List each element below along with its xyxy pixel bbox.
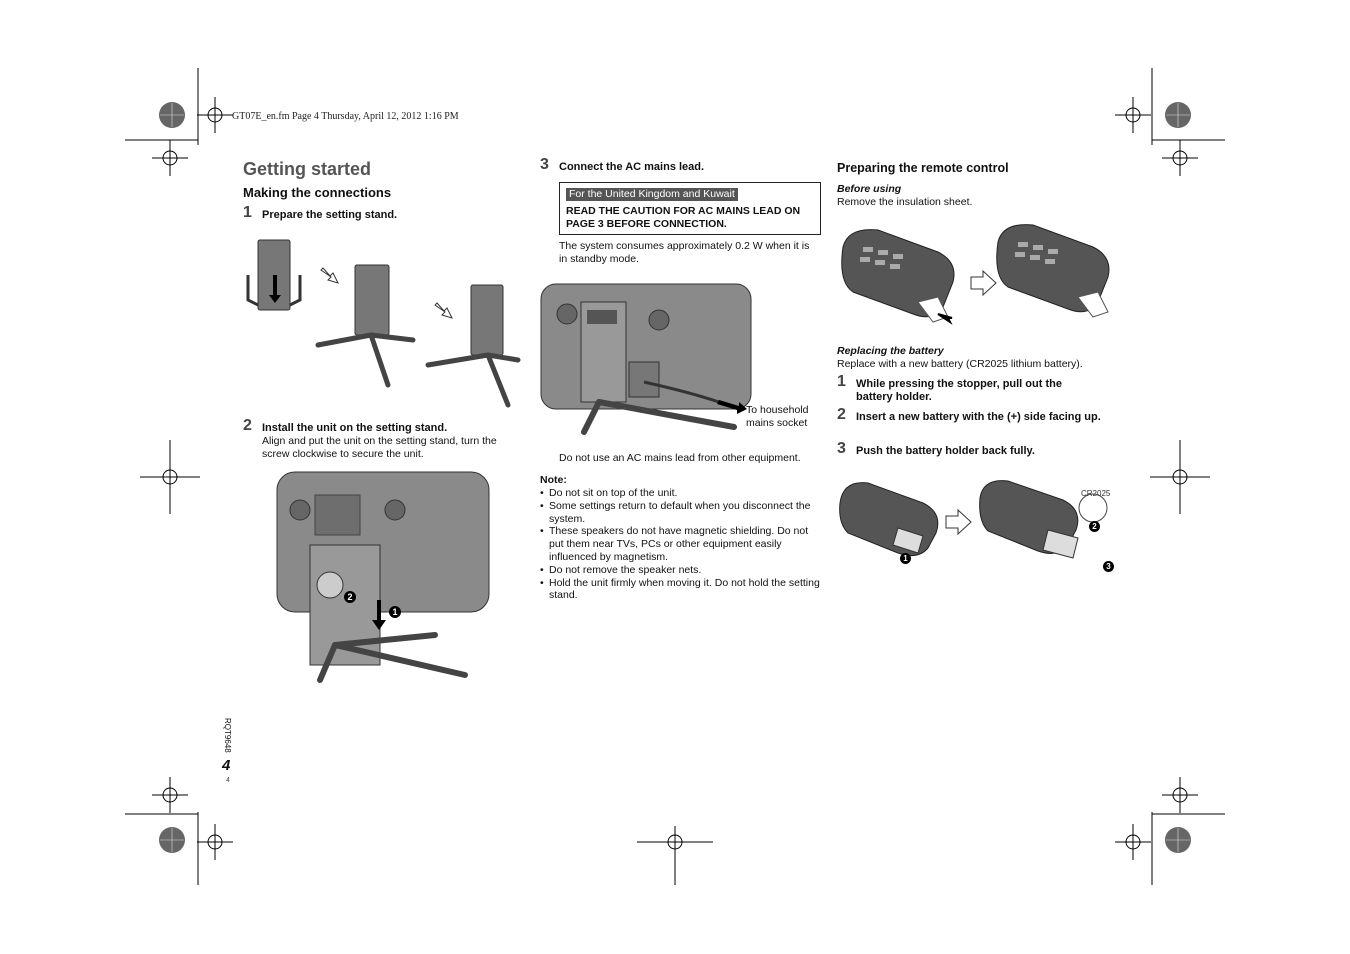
callout-1: 1: [389, 606, 401, 618]
battery-step-2-number: 2: [837, 406, 846, 423]
setting-stand-illustration: [246, 239, 521, 408]
page-number-small: 4: [226, 777, 230, 784]
caution-box: For the United Kingdom and Kuwait READ T…: [559, 182, 821, 235]
notes-list: Do not sit on top of the unit. Some sett…: [540, 487, 820, 602]
file-info-header: GT07E_en.fm Page 4 Thursday, April 12, 2…: [232, 111, 459, 122]
step-1-number: 1: [243, 204, 252, 221]
step-2-text: Install the unit on the setting stand.: [262, 422, 448, 434]
battery-step-1-text: While pressing the stopper, pull out the…: [856, 378, 1062, 403]
step-2-number: 2: [243, 417, 252, 434]
step-3-number: 3: [540, 156, 549, 173]
battery-step-1-number: 1: [837, 373, 846, 390]
remove-sheet-text: Remove the insulation sheet.: [837, 196, 973, 208]
page-number: 4: [222, 757, 231, 774]
step-3-text: Connect the AC mains lead.: [559, 161, 705, 173]
step-1-text: Prepare the setting stand.: [262, 209, 398, 221]
battery-callout-1: 1: [900, 553, 911, 564]
unit-install-illustration: [276, 471, 490, 683]
remote-section-title: Preparing the remote control: [837, 161, 1009, 175]
battery-step-3-number: 3: [837, 440, 846, 457]
document-code: RQT9648: [223, 718, 232, 753]
lead-warning: Do not use an AC mains lead from other e…: [559, 452, 801, 464]
socket-label: To household mains socket: [746, 404, 809, 429]
step-2-description: Align and put the unit on the setting st…: [262, 435, 497, 460]
battery-callout-3: 3: [1103, 561, 1114, 572]
note-item: Do not sit on top of the unit.: [540, 487, 820, 500]
note-item: Some settings return to default when you…: [540, 500, 820, 526]
section-subtitle: Making the connections: [243, 185, 392, 200]
replacing-battery-heading: Replacing the battery: [837, 345, 944, 357]
note-item: These speakers do not have magnetic shie…: [540, 525, 820, 563]
caution-box-body: READ THE CAUTION FOR AC MAINS LEAD ON PA…: [566, 205, 801, 230]
note-title: Note:: [540, 474, 567, 486]
page-title: Getting started: [243, 159, 372, 179]
replace-battery-text: Replace with a new battery (CR2025 lithi…: [837, 358, 1083, 370]
battery-label: CR2025: [1081, 489, 1111, 498]
battery-step-2-text: Insert a new battery with the (+) side f…: [856, 411, 1101, 423]
caution-box-heading: For the United Kingdom and Kuwait: [566, 188, 738, 201]
standby-text: The system consumes approximately 0.2 W …: [559, 240, 810, 265]
before-using-heading: Before using: [837, 183, 902, 195]
remote-insulation-illustration: [841, 224, 1110, 325]
battery-replacement-illustration: [839, 480, 1108, 559]
callout-2: 2: [344, 591, 356, 603]
note-item: Hold the unit firmly when moving it. Do …: [540, 577, 820, 603]
note-item: Do not remove the speaker nets.: [540, 564, 820, 577]
ac-lead-illustration: [540, 283, 752, 435]
battery-step-3-text: Push the battery holder back fully.: [856, 445, 1035, 457]
battery-callout-2: 2: [1089, 521, 1100, 532]
